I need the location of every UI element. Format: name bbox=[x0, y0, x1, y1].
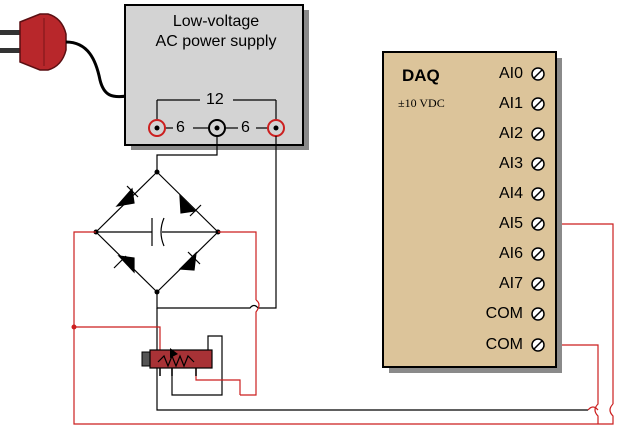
daq-range: ±10 VDC bbox=[398, 96, 445, 110]
screw-terminal-icon bbox=[531, 247, 545, 261]
daq-terminal-screws bbox=[531, 67, 545, 352]
power-cord bbox=[65, 40, 128, 99]
junction-dot bbox=[71, 324, 77, 330]
screw-terminal-icon bbox=[531, 157, 545, 171]
screw-terminal-icon bbox=[531, 277, 545, 291]
terminal-label-ai5: AI5 bbox=[498, 215, 523, 232]
terminal-label-ai6: AI6 bbox=[498, 245, 523, 262]
diode-icon bbox=[178, 251, 201, 271]
power-supply-title-line1: Low-voltage bbox=[172, 13, 260, 30]
terminal-label-ai3: AI3 bbox=[498, 155, 523, 172]
screw-terminal-icon bbox=[531, 187, 545, 201]
terminal-label-com-1: COM bbox=[485, 305, 523, 322]
diode-icon bbox=[179, 194, 202, 217]
daq-body bbox=[382, 51, 557, 368]
terminal-label-ai1: AI1 bbox=[498, 95, 523, 112]
screw-terminal-icon bbox=[531, 127, 545, 141]
terminal-label-com-2: COM bbox=[485, 336, 523, 353]
bridge-rectifier bbox=[95, 171, 219, 293]
terminal-label-ai0: AI0 bbox=[498, 65, 523, 82]
screw-terminal-icon bbox=[531, 307, 545, 321]
screw-terminal-icon bbox=[531, 338, 545, 352]
terminal-label-ai7: AI7 bbox=[498, 275, 523, 292]
power-supply-title: Low-voltage AC power supply bbox=[127, 12, 305, 52]
terminal-label-ai4: AI4 bbox=[498, 185, 523, 202]
power-plug-icon bbox=[0, 13, 67, 71]
voltage-dimension-lines bbox=[156, 99, 277, 129]
terminal-label-ai2: AI2 bbox=[498, 125, 523, 142]
diode-icon bbox=[115, 185, 139, 207]
diode-icon bbox=[113, 255, 135, 274]
voltage-label-12: 12 bbox=[206, 91, 224, 108]
daq-title: DAQ bbox=[402, 66, 440, 85]
potentiometer-icon bbox=[141, 348, 213, 376]
power-supply-title-line2: AC power supply bbox=[155, 33, 277, 50]
screw-terminal-icon bbox=[531, 217, 545, 231]
voltage-label-left: 6 bbox=[176, 119, 185, 136]
psu-terminal-left bbox=[148, 119, 166, 137]
screw-terminal-icon bbox=[531, 67, 545, 81]
screw-terminal-icon bbox=[531, 97, 545, 111]
power-supply-body bbox=[124, 4, 304, 146]
voltage-label-right: 6 bbox=[241, 119, 250, 136]
